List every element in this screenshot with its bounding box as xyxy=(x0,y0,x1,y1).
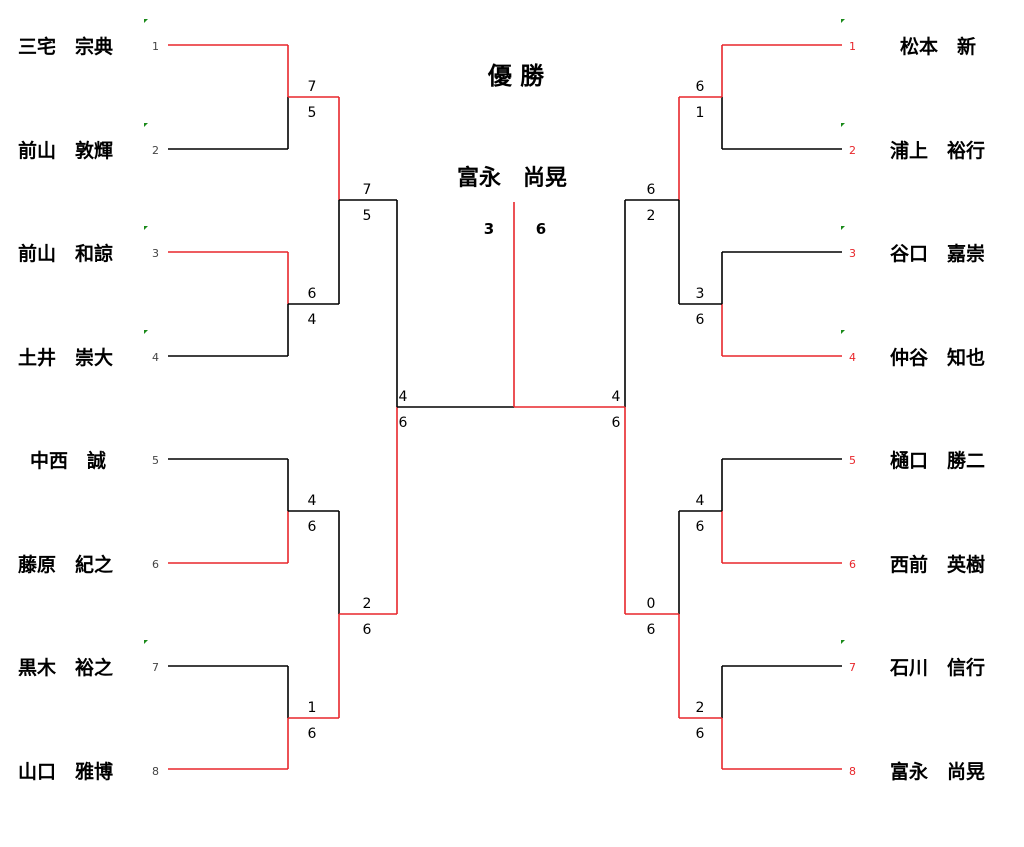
score-top: 1 xyxy=(308,700,317,716)
score-top: 4 xyxy=(308,493,317,509)
score-top: 7 xyxy=(363,182,372,198)
score-top: 6 xyxy=(647,182,656,198)
seed-number: 8 xyxy=(152,765,159,778)
right-player-4: 仲谷 知也 4 xyxy=(849,346,985,369)
player-name: 富永 尚晃 xyxy=(890,760,985,783)
player-name: 松本 新 xyxy=(900,35,976,58)
left-player-5: 中西 誠 5 xyxy=(30,449,159,472)
left-player-7: 黒木 裕之 7 xyxy=(18,656,159,679)
marker-icon xyxy=(144,226,148,230)
right-player-6: 西前 英樹 6 xyxy=(849,553,985,576)
score-top: 6 xyxy=(696,79,705,95)
player-name: 谷口 嘉崇 xyxy=(890,242,985,265)
seed-number: 1 xyxy=(849,40,856,53)
player-name: 黒木 裕之 xyxy=(18,656,113,679)
score-bottom: 4 xyxy=(308,312,317,328)
seed-number: 1 xyxy=(152,40,159,53)
seed-number: 7 xyxy=(152,661,159,674)
score-bottom: 6 xyxy=(308,519,317,535)
marker-icon xyxy=(841,123,845,127)
player-name: 西前 英樹 xyxy=(890,553,985,576)
score-bottom: 6 xyxy=(612,415,621,431)
seed-number: 3 xyxy=(152,247,159,260)
score-top: 2 xyxy=(696,700,705,716)
seed-number: 7 xyxy=(849,661,856,674)
right-player-3: 谷口 嘉崇 3 xyxy=(849,242,985,265)
final-score-left: 3 xyxy=(484,220,494,238)
player-name: 浦上 裕行 xyxy=(890,139,985,162)
marker-icon xyxy=(841,330,845,334)
left-player-8: 山口 雅博 8 xyxy=(18,760,159,783)
seed-number: 5 xyxy=(849,454,856,467)
player-name: 樋口 勝二 xyxy=(890,449,985,472)
score-top: 4 xyxy=(696,493,705,509)
score-top: 0 xyxy=(647,596,656,612)
score-bottom: 6 xyxy=(696,519,705,535)
score-bottom: 6 xyxy=(399,415,408,431)
seed-number: 4 xyxy=(849,351,856,364)
player-name: 土井 崇大 xyxy=(18,346,113,369)
score-top: 4 xyxy=(399,389,408,405)
score-bottom: 5 xyxy=(308,105,317,121)
score-bottom: 1 xyxy=(696,105,705,121)
match-scores: 7 5 6 4 4 6 1 6 7 5 2 6 4 6 6 1 3 6 4 6 … xyxy=(308,79,705,742)
left-player-6: 藤原 紀之 6 xyxy=(18,553,159,576)
player-name: 山口 雅博 xyxy=(18,760,113,783)
right-player-8: 富永 尚晃 8 xyxy=(849,760,985,783)
score-top: 7 xyxy=(308,79,317,95)
marker-icon xyxy=(144,330,148,334)
champion-name: 富永 尚晃 xyxy=(457,165,567,191)
left-player-4: 土井 崇大 4 xyxy=(18,346,159,369)
seed-number: 6 xyxy=(849,558,856,571)
score-bottom: 2 xyxy=(647,208,656,224)
seed-number: 2 xyxy=(152,144,159,157)
seed-number: 6 xyxy=(152,558,159,571)
right-players: 松本 新 1 浦上 裕行 2 谷口 嘉崇 3 仲谷 知也 4 樋口 勝二 5 西前 英樹 6… xyxy=(849,35,985,783)
score-top: 4 xyxy=(612,389,621,405)
player-name: 石川 信行 xyxy=(889,656,985,679)
player-name: 前山 和諒 xyxy=(18,242,113,265)
score-top: 3 xyxy=(696,286,705,302)
right-player-7: 石川 信行 7 xyxy=(849,656,985,679)
marker-icon xyxy=(841,19,845,23)
marker-icon xyxy=(144,123,148,127)
score-bottom: 5 xyxy=(363,208,372,224)
right-player-2: 浦上 裕行 2 xyxy=(849,139,985,162)
seed-number: 8 xyxy=(849,765,856,778)
score-bottom: 6 xyxy=(696,312,705,328)
score-bottom: 6 xyxy=(308,726,317,742)
right-player-5: 樋口 勝二 5 xyxy=(849,449,985,472)
marker-icon xyxy=(144,640,148,644)
player-name: 藤原 紀之 xyxy=(18,553,113,576)
score-top: 6 xyxy=(308,286,317,302)
final-score-right: 6 xyxy=(536,220,546,238)
marker-icon xyxy=(841,226,845,230)
marker-icon xyxy=(144,19,148,23)
player-name: 前山 敦輝 xyxy=(18,139,113,162)
bracket-lines xyxy=(168,44,842,770)
left-player-2: 前山 敦輝 2 xyxy=(18,139,159,162)
seed-markers xyxy=(144,19,845,644)
right-player-1: 松本 新 1 xyxy=(849,35,976,58)
seed-number: 4 xyxy=(152,351,159,364)
score-bottom: 6 xyxy=(696,726,705,742)
player-name: 仲谷 知也 xyxy=(890,346,985,369)
seed-number: 5 xyxy=(152,454,159,467)
player-name: 中西 誠 xyxy=(30,449,106,472)
score-bottom: 6 xyxy=(363,622,372,638)
championship-title: 優 勝 xyxy=(487,62,545,90)
seed-number: 2 xyxy=(849,144,856,157)
left-player-3: 前山 和諒 3 xyxy=(18,242,159,265)
seed-number: 3 xyxy=(849,247,856,260)
marker-icon xyxy=(841,640,845,644)
player-name: 三宅 宗典 xyxy=(18,35,113,58)
left-player-1: 三宅 宗典 1 xyxy=(18,35,159,58)
score-bottom: 6 xyxy=(647,622,656,638)
score-top: 2 xyxy=(363,596,372,612)
left-players: 三宅 宗典 1 前山 敦輝 2 前山 和諒 3 土井 崇大 4 中西 誠 5 藤原 紀之 6… xyxy=(18,35,159,783)
